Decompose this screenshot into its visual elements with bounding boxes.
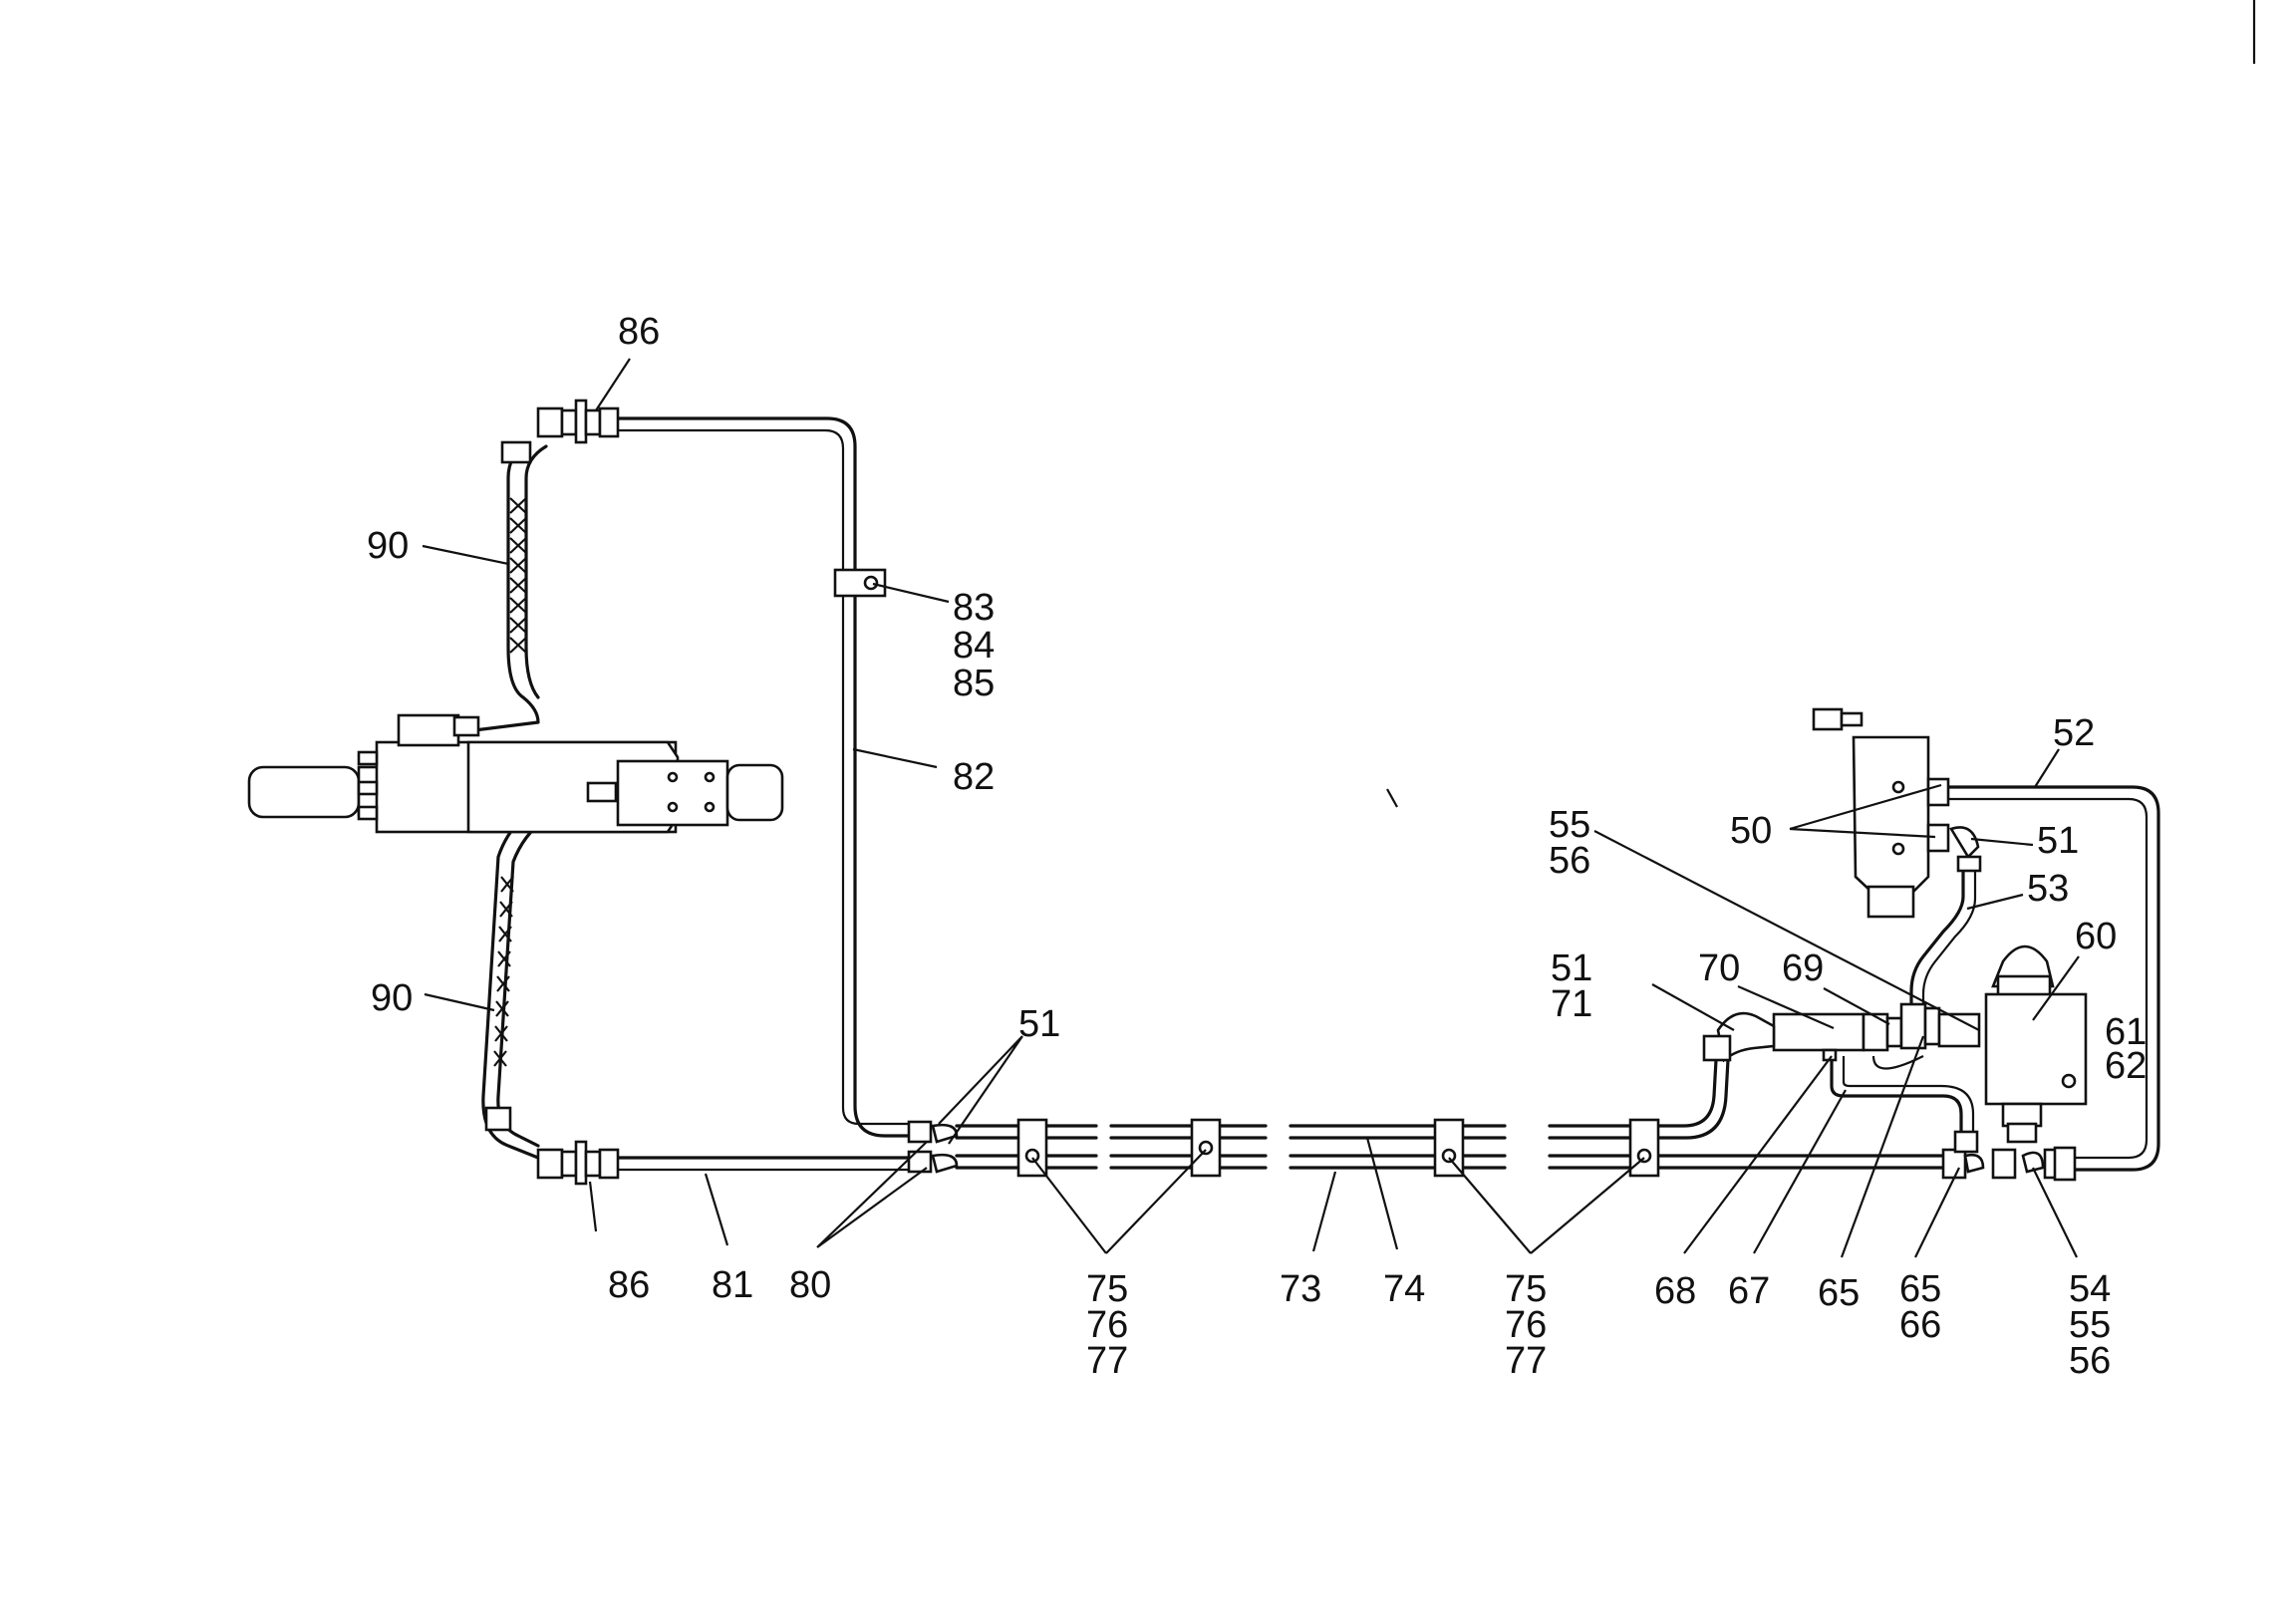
callout-75-left: 75 [1086, 1268, 1128, 1310]
clamp-83 [833, 568, 887, 598]
callout-55-top: 55 [1549, 804, 1590, 846]
callout-67: 67 [1728, 1270, 1770, 1312]
callout-68: 68 [1654, 1270, 1696, 1312]
bulkhead-coupling-bottom [536, 1140, 620, 1186]
callout-51-left: 51 [1018, 1003, 1060, 1045]
pipe-52 [1931, 785, 2160, 1172]
pipe-82 [614, 416, 927, 1138]
callout-60: 60 [2075, 916, 2117, 957]
hose-90-upper [456, 440, 548, 734]
callout-84: 84 [953, 625, 995, 667]
callout-90-lower: 90 [371, 977, 413, 1019]
callout-77-left: 77 [1086, 1340, 1128, 1382]
scan-marks [1386, 0, 2256, 808]
hose-90-lower [481, 785, 600, 1160]
callout-65-a: 65 [1818, 1272, 1860, 1314]
pipe-52-inner [1933, 797, 2149, 1160]
callout-75-right: 75 [1505, 1268, 1547, 1310]
callout-50: 50 [1730, 810, 1772, 852]
tee-fittings-65-54 [1941, 1130, 2077, 1182]
callout-55-bottom: 55 [2069, 1304, 2111, 1346]
callout-80: 80 [789, 1264, 831, 1306]
callout-56-top: 56 [1549, 840, 1590, 882]
union-fittings-80 [907, 1120, 959, 1174]
callout-86-bottom: 86 [608, 1264, 650, 1306]
callout-85: 85 [953, 663, 995, 704]
solenoid-valve [1812, 707, 1982, 919]
callout-76-right: 76 [1505, 1304, 1547, 1346]
leader-lines [422, 358, 2080, 1258]
callout-73: 73 [1280, 1268, 1321, 1310]
callout-51-solenoid: 51 [2037, 820, 2079, 862]
callout-69: 69 [1782, 947, 1824, 989]
pipe-runs [614, 416, 2160, 1172]
callout-61: 61 [2105, 1011, 2147, 1053]
callout-52: 52 [2053, 712, 2095, 754]
callout-83: 83 [953, 587, 995, 629]
callout-66: 66 [1899, 1304, 1941, 1346]
callout-82: 82 [953, 756, 995, 798]
callout-74: 74 [1383, 1268, 1425, 1310]
callout-65-b: 65 [1899, 1268, 1941, 1310]
callout-77-right: 77 [1505, 1340, 1547, 1382]
bulkhead-coupling-top [536, 399, 620, 444]
callout-90-upper: 90 [367, 525, 409, 567]
callout-56-bottom: 56 [2069, 1340, 2111, 1382]
callout-54: 54 [2069, 1268, 2111, 1310]
callout-70: 70 [1698, 947, 1740, 989]
pipe-clamps-75 [1016, 1118, 1660, 1178]
callout-81: 81 [712, 1264, 753, 1306]
line-filter [1702, 1002, 1981, 1063]
callout-53: 53 [2027, 868, 2069, 910]
callout-62: 62 [2105, 1045, 2147, 1087]
pipe-73-74-segments [955, 1058, 1945, 1170]
callout-labels: 86 90 83 84 85 82 90 86 81 80 51 75 76 7… [367, 311, 2147, 1382]
callout-71: 71 [1551, 983, 1592, 1025]
pipe-67 [1830, 1054, 1963, 1138]
callout-76-left: 76 [1086, 1304, 1128, 1346]
manifold-block-60 [1984, 944, 2088, 1144]
callout-51-filter: 51 [1551, 947, 1592, 989]
callout-86-top: 86 [618, 311, 660, 353]
pipe-82-inner [616, 428, 925, 1126]
control-valve-assembly [247, 713, 784, 834]
pipe-53 [1909, 865, 1965, 1008]
